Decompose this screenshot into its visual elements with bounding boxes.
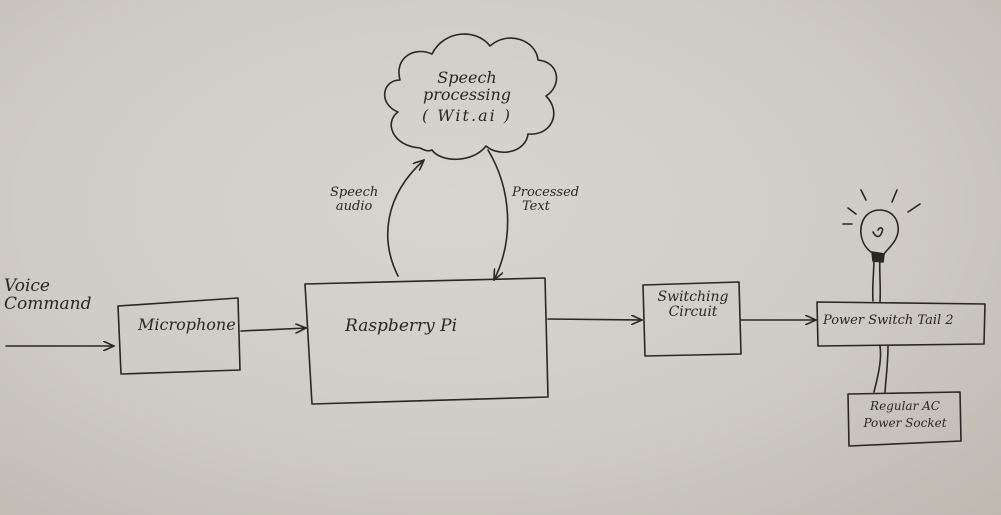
light-bulb-icon (842, 189, 921, 263)
bulb-wire (871, 257, 882, 303)
raspberry-pi-box (304, 277, 549, 405)
voice-command-label: Voice Command (4, 276, 92, 314)
speech-audio-arrow (387, 160, 424, 277)
speech-audio-label: Speech audio (330, 186, 378, 213)
processed-text-arrow (487, 149, 509, 280)
microphone-label: Microphone (138, 315, 236, 334)
cloud-label-line2: processing (422, 84, 512, 104)
switching-line1: Switching (657, 289, 729, 305)
switching-line2: Circuit (668, 303, 718, 320)
cloud-label-line1: Speech (437, 68, 497, 87)
power-socket-box (847, 391, 962, 447)
pi-to-switch-arrow (547, 319, 642, 320)
power-switch-tail-label: Power Switch Tail 2 (823, 313, 954, 328)
socket-wire (873, 345, 889, 393)
switching-circuit-box (642, 281, 742, 357)
microphone-box (117, 297, 241, 375)
voice-label-line2: Command (4, 293, 92, 314)
speech-audio-line2: audio (335, 198, 373, 214)
socket-label-line1: Regular AC (870, 399, 940, 413)
raspberry-pi-label: Raspberry Pi (345, 316, 458, 336)
cloud-label: Speech processing ( Wit.ai ) (412, 68, 522, 125)
socket-label: Regular AC Power Socket (850, 400, 960, 429)
switching-circuit-label: Switching Circuit (648, 290, 738, 319)
mic-to-pi-arrow (240, 328, 306, 331)
processed-text-line2: Text (522, 198, 550, 214)
cloud-label-line3: ( Wit.ai ) (421, 105, 513, 125)
speech-processing-cloud (383, 33, 558, 160)
processed-text-label: Processed Text (512, 186, 579, 213)
power-switch-tail-box (816, 301, 986, 347)
speech-audio-line1: Speech (330, 185, 379, 200)
voice-label-line1: Voice (4, 276, 50, 296)
processed-text-line1: Processed (512, 185, 580, 200)
socket-label-line2: Power Socket (863, 415, 947, 430)
